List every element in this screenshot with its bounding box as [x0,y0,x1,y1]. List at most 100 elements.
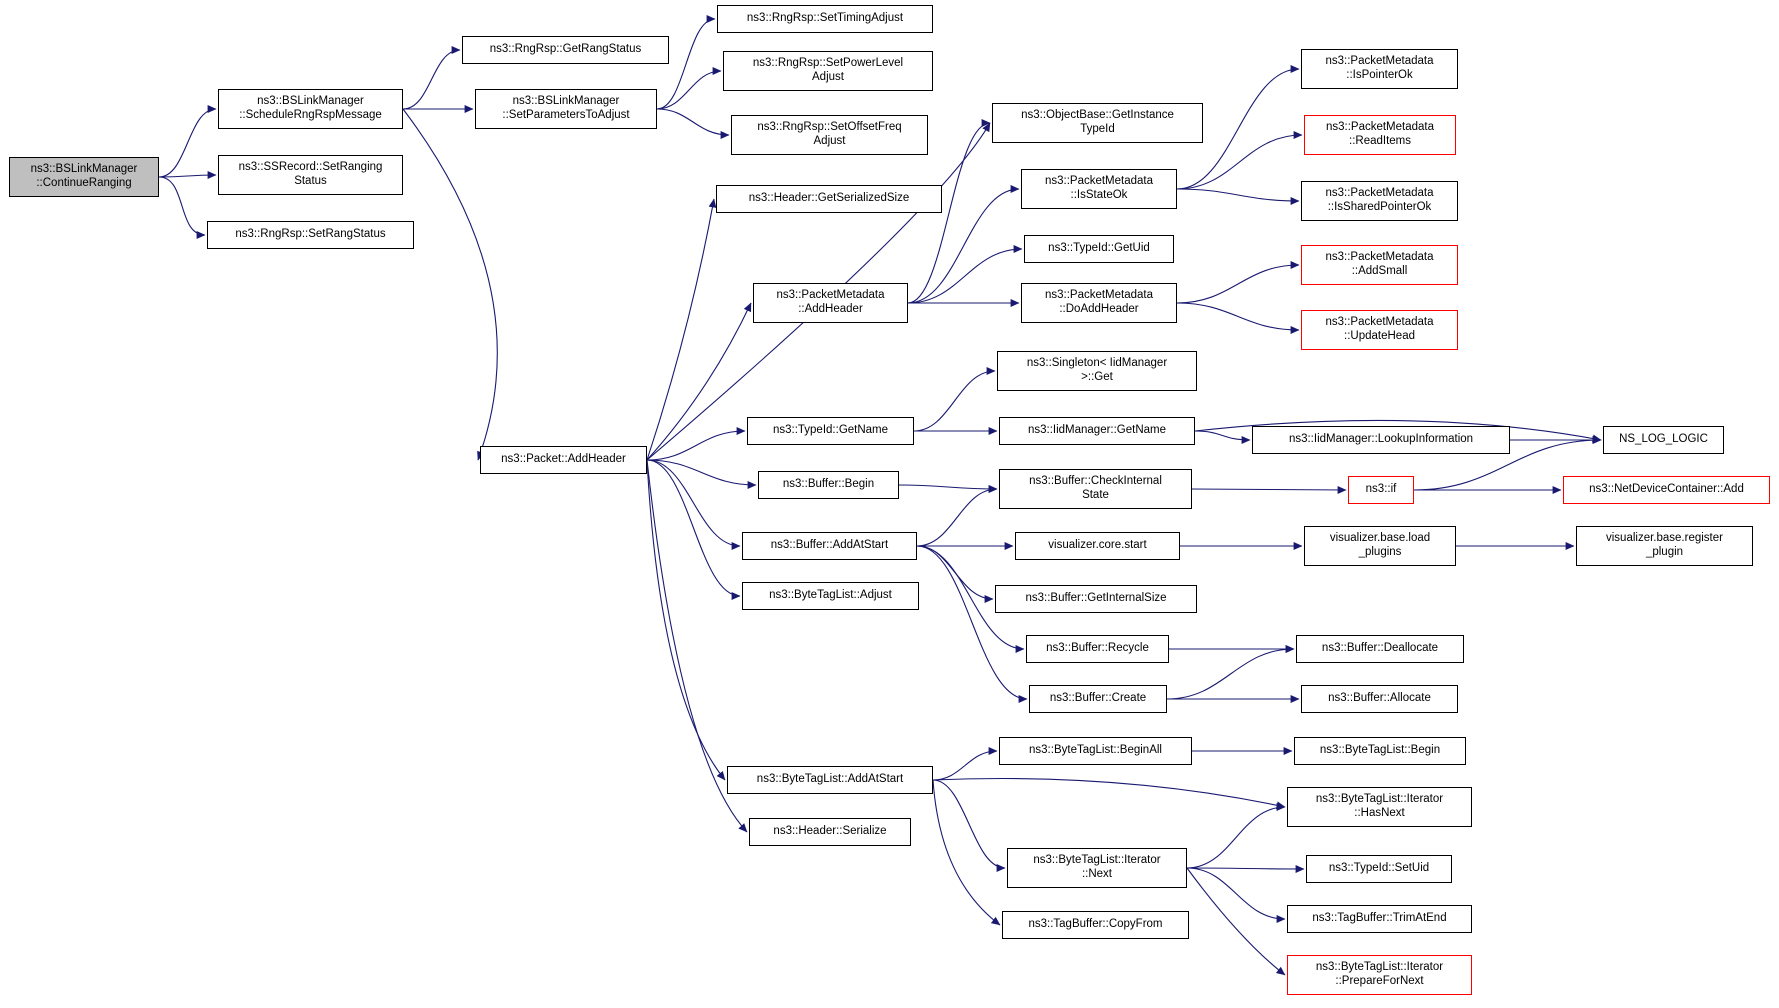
call-edge-packet-addheader--header-serialize [646,459,748,833]
call-edge-iterator-next--typeid-setuid [1186,865,1305,873]
graph-node-visualizer-core-start[interactable]: visualizer.core.start [1015,532,1180,560]
graph-node-label: ns3::TypeId::GetName [772,424,889,437]
graph-node-label: ns3::PacketMetadata [1325,251,1434,264]
graph-node-label: ::ReadItems [1349,135,1411,147]
graph-node-label: State [1082,489,1109,501]
call-edge-buffer-addatstart--buffer-create [916,545,1028,703]
graph-node-register-plugin[interactable]: visualizer.base.register_plugin [1576,526,1753,566]
graph-node-label: ::ContinueRanging [36,177,132,189]
graph-node-getserializedsize[interactable]: ns3::Header::GetSerializedSize [716,185,942,213]
call-edge-buffer-begin--checkinternalstate [898,484,998,493]
graph-node-bytetaglist-addatstart[interactable]: ns3::ByteTagList::AddAtStart [727,766,933,794]
call-edge-packet-addheader--bytetaglist-adjust [646,459,741,600]
graph-node-label: ns3::ByteTagList::Iterator [1315,793,1444,806]
graph-node-buffer-allocate[interactable]: ns3::Buffer::Allocate [1301,685,1458,713]
call-edge-continue-ranging--schedule-rngrsp [158,105,217,178]
graph-node-label: ns3::Header::GetSerializedSize [748,192,910,205]
graph-node-buffer-addatstart[interactable]: ns3::Buffer::AddAtStart [742,532,917,560]
graph-node-label: ns3::RngRsp::SetOffsetFreq [757,121,902,134]
graph-node-bytetaglist-begin[interactable]: ns3::ByteTagList::Begin [1294,737,1466,765]
call-edge-bytetaglist-addatstart--iterator-hasnext [932,777,1286,810]
call-edge-iterator-next--trimatend [1186,867,1286,923]
graph-node-label: ns3::SSRecord::SetRanging [238,161,383,174]
graph-node-buffer-deallocate[interactable]: ns3::Buffer::Deallocate [1296,635,1464,663]
graph-node-iterator-next[interactable]: ns3::ByteTagList::Iterator::Next [1007,848,1187,888]
graph-node-label: ns3::ByteTagList::Iterator [1033,854,1161,867]
call-edge-continue-ranging--ssrecord-setrangingstatus [158,171,217,179]
graph-node-singleton-get[interactable]: ns3::Singleton< IidManager>::Get [997,351,1197,391]
graph-node-label: visualizer.base.load [1329,532,1431,545]
graph-node-label: ns3::Buffer::Deallocate [1321,642,1439,655]
graph-node-label: >::Get [1081,371,1113,383]
graph-node-packet-addheader[interactable]: ns3::Packet::AddHeader [480,446,647,474]
graph-node-continue-ranging[interactable]: ns3::BSLinkManager::ContinueRanging [9,157,159,197]
graph-node-header-serialize[interactable]: ns3::Header::Serialize [749,818,911,846]
graph-node-label: ns3::ByteTagList::Begin [1319,744,1441,757]
graph-node-label: ns3::ObjectBase::GetInstance [1021,109,1174,122]
graph-node-netdevicecontainer-add[interactable]: ns3::NetDeviceContainer::Add [1563,476,1770,504]
graph-node-pm-ispointerok[interactable]: ns3::PacketMetadata::IsPointerOk [1301,49,1458,89]
graph-node-label: ns3::Buffer::GetInternalSize [1025,592,1167,605]
graph-node-typeid-getuid[interactable]: ns3::TypeId::GetUid [1024,235,1174,263]
graph-node-label: ns3::Packet::AddHeader [501,453,626,466]
call-edge-buffer-addatstart--buffer-recycle [916,545,1025,653]
graph-node-label: ::Next [1081,868,1113,880]
call-edge-packet-addheader--pm-addheader [646,302,752,461]
graph-node-pm-readitems[interactable]: ns3::PacketMetadata::ReadItems [1304,115,1456,155]
graph-node-label: ns3::PacketMetadata [1325,55,1434,68]
graph-node-tagbuffer-copyfrom[interactable]: ns3::TagBuffer::CopyFrom [1002,911,1189,939]
graph-node-label: ns3::BSLinkManager [257,95,364,108]
graph-node-label: NS_LOG_LOGIC [1619,433,1708,446]
graph-node-rngrsp-setrangstatus[interactable]: ns3::RngRsp::SetRangStatus [207,221,414,249]
graph-node-label: ns3::BSLinkManager [512,95,620,108]
graph-node-rngrsp-getrangstatus[interactable]: ns3::RngRsp::GetRangStatus [462,36,669,64]
graph-node-beginall[interactable]: ns3::ByteTagList::BeginAll [999,737,1192,765]
graph-node-getinternalsize[interactable]: ns3::Buffer::GetInternalSize [995,585,1197,613]
graph-node-label: ns3::TypeId::GetUid [1048,242,1150,255]
call-edge-bytetaglist-addatstart--beginall [932,747,998,781]
graph-node-label: Status [294,175,327,187]
graph-node-pm-issharedpointerok[interactable]: ns3::PacketMetadata::IsSharedPointerOk [1301,181,1458,221]
graph-node-typeid-setuid[interactable]: ns3::TypeId::SetUid [1306,855,1452,883]
graph-node-buffer-recycle[interactable]: ns3::Buffer::Recycle [1026,635,1169,663]
call-edge-pm-isstateok--pm-ispointerok [1176,65,1300,190]
graph-node-pm-addsmall[interactable]: ns3::PacketMetadata::AddSmall [1301,245,1458,285]
graph-node-trimatend[interactable]: ns3::TagBuffer::TrimAtEnd [1287,905,1472,933]
graph-node-label: ::AddHeader [798,303,863,315]
graph-node-label: ns3::if [1365,483,1397,496]
graph-node-label: ns3::Buffer::Create [1049,692,1147,705]
graph-node-iidmanager-getname[interactable]: ns3::IidManager::GetName [999,417,1195,445]
graph-node-settimingadjust[interactable]: ns3::RngRsp::SetTimingAdjust [717,5,933,33]
graph-node-typeid-getname[interactable]: ns3::TypeId::GetName [747,417,914,445]
graph-node-iterator-hasnext[interactable]: ns3::ByteTagList::Iterator::HasNext [1287,787,1472,827]
graph-node-schedule-rngrsp[interactable]: ns3::BSLinkManager::ScheduleRngRspMessag… [218,89,403,129]
graph-node-bytetaglist-adjust[interactable]: ns3::ByteTagList::Adjust [742,582,919,610]
graph-node-lookupinformation[interactable]: ns3::IidManager::LookupInformation [1252,426,1510,454]
call-edge-packet-addheader--getinstancetypeid [646,122,991,461]
call-edge-pm-doaddheader--pm-addsmall [1176,261,1300,304]
graph-node-label: ns3::NetDeviceContainer::Add [1589,483,1744,496]
graph-node-ns-log-logic[interactable]: NS_LOG_LOGIC [1603,426,1724,454]
graph-node-label: ns3::Buffer::Allocate [1328,692,1431,705]
graph-node-pm-isstateok[interactable]: ns3::PacketMetadata::IsStateOk [1021,169,1177,209]
graph-node-buffer-begin[interactable]: ns3::Buffer::Begin [758,471,899,499]
graph-node-preparefornext[interactable]: ns3::ByteTagList::Iterator::PrepareForNe… [1287,955,1472,995]
graph-node-label: ns3::PacketMetadata [1044,175,1154,188]
graph-node-pm-updatehead[interactable]: ns3::PacketMetadata::UpdateHead [1301,310,1458,350]
graph-node-pm-doaddheader[interactable]: ns3::PacketMetadata::DoAddHeader [1021,283,1177,323]
call-edge-packet-addheader--getserializedsize [646,198,717,461]
graph-node-label: ns3::IidManager::LookupInformation [1288,433,1474,446]
graph-node-label: ::IsPointerOk [1346,69,1413,81]
graph-node-ns-if[interactable]: ns3::if [1348,476,1414,504]
graph-node-pm-addheader[interactable]: ns3::PacketMetadata::AddHeader [753,283,908,323]
graph-node-load-plugins[interactable]: visualizer.base.load_plugins [1304,526,1456,566]
graph-node-label: ns3::Singleton< IidManager [1026,357,1168,370]
graph-node-buffer-create[interactable]: ns3::Buffer::Create [1029,685,1167,713]
call-edge-setparameterstoadjust--setoffsetfreqadjust [656,108,730,139]
graph-node-setparameterstoadjust[interactable]: ns3::BSLinkManager::SetParametersToAdjus… [475,89,657,129]
